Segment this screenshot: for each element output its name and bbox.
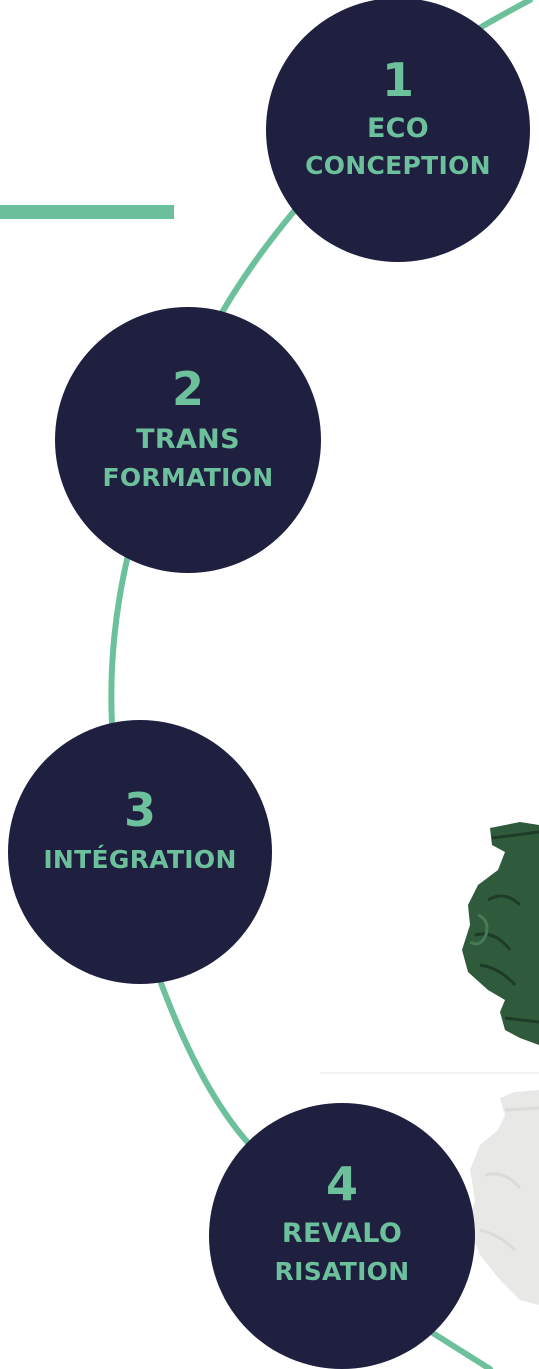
step-2-circle bbox=[55, 307, 321, 573]
step-4-label-line-2: RISATION bbox=[275, 1257, 410, 1286]
step-1-circle bbox=[266, 0, 530, 262]
accent-bar bbox=[0, 205, 174, 219]
step-1-label-line-2: CONCEPTION bbox=[305, 151, 491, 180]
step-2-number: 2 bbox=[172, 362, 204, 416]
step-2-node: 2 TRANS FORMATION bbox=[55, 307, 321, 573]
step-2-label-line-1: TRANS bbox=[136, 424, 240, 455]
step-1-label-line-1: ECO bbox=[367, 113, 429, 144]
step-4-circle bbox=[209, 1103, 475, 1369]
step-1-node: 1 ECO CONCEPTION bbox=[266, 0, 530, 262]
step-3-node: 3 INTÉGRATION bbox=[8, 720, 272, 984]
step-1-number: 1 bbox=[382, 53, 414, 107]
step-3-number: 3 bbox=[124, 783, 156, 837]
step-3-circle bbox=[8, 720, 272, 984]
step-4-number: 4 bbox=[326, 1157, 358, 1211]
lion-statue-icon bbox=[462, 822, 539, 1045]
step-2-label-line-2: FORMATION bbox=[102, 463, 273, 492]
step-3-label-line-1: INTÉGRATION bbox=[43, 845, 236, 874]
step-4-node: 4 REVALO RISATION bbox=[209, 1103, 475, 1369]
step-4-label-line-1: REVALO bbox=[282, 1218, 402, 1249]
lion-statue-reflection-icon bbox=[468, 1090, 539, 1305]
